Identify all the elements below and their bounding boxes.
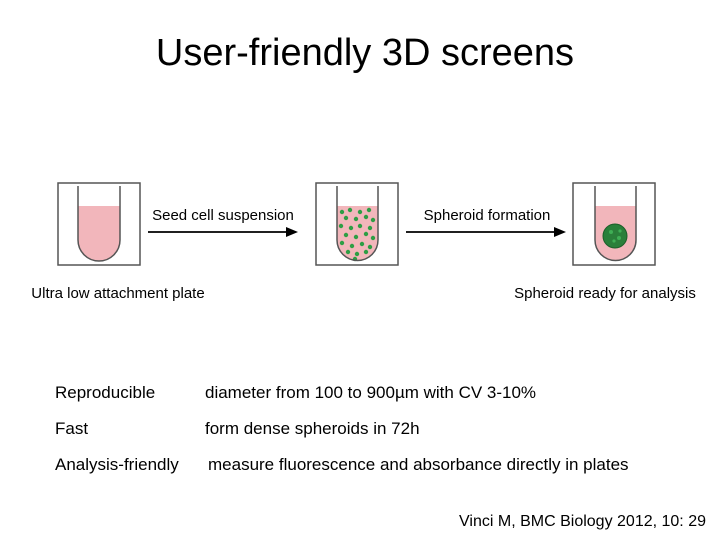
cell-dot	[367, 225, 373, 231]
arrow-spheroid	[406, 227, 566, 237]
cell-dot	[347, 207, 353, 213]
caption-ultra-low-attachment: Ultra low attachment plate	[31, 285, 204, 302]
cell-dot	[343, 232, 349, 238]
cell-dot	[366, 207, 372, 213]
cell-dot	[354, 251, 360, 257]
feature-desc-fast: form dense spheroids in 72h	[205, 419, 420, 438]
cell-dot	[349, 243, 355, 249]
spheroid	[602, 223, 628, 249]
label-spheroid-formation: Spheroid formation	[424, 207, 551, 224]
caption-spheroid-ready: Spheroid ready for analysis	[514, 285, 696, 302]
cell-dot	[367, 244, 373, 250]
feature-label-reproducible: Reproducible	[55, 383, 156, 402]
workflow-diagram: Seed cell suspension Spheroid formation …	[31, 182, 696, 302]
cell-dot	[357, 209, 363, 215]
cell-dot	[357, 223, 363, 229]
feature-desc-analysis-friendly: measure fluorescence and absorbance dire…	[208, 455, 629, 474]
cell-dot	[343, 215, 349, 221]
cell-dot	[370, 217, 376, 223]
page-title: User-friendly 3D screens	[155, 32, 575, 74]
cell-dot	[353, 216, 359, 222]
feature-label-analysis-friendly: Analysis-friendly	[55, 455, 179, 474]
well-empty	[57, 182, 141, 266]
feature-desc-reproducible: diameter from 100 to 900µm with CV 3-10%	[205, 383, 537, 402]
cell-dot	[339, 240, 345, 246]
cell-dot	[363, 214, 369, 220]
cell-dot	[359, 241, 365, 247]
cell-dots	[338, 207, 376, 262]
cell-dot	[353, 234, 359, 240]
well-cell-suspension	[315, 182, 399, 266]
cell-dot	[345, 249, 351, 255]
well-spheroid	[572, 182, 656, 266]
feature-label-fast: Fast	[55, 419, 89, 438]
cell-dot	[348, 225, 354, 231]
arrow-seed	[148, 227, 298, 237]
cell-dot	[363, 231, 369, 237]
label-seed-cell-suspension: Seed cell suspension	[152, 207, 294, 224]
well-1-medium	[78, 206, 120, 261]
cell-dot	[338, 223, 344, 229]
citation: Vinci M, BMC Biology 2012, 10: 29	[459, 513, 706, 530]
cell-dot	[363, 249, 369, 255]
cell-dot	[370, 235, 376, 241]
cell-dot	[339, 209, 345, 215]
